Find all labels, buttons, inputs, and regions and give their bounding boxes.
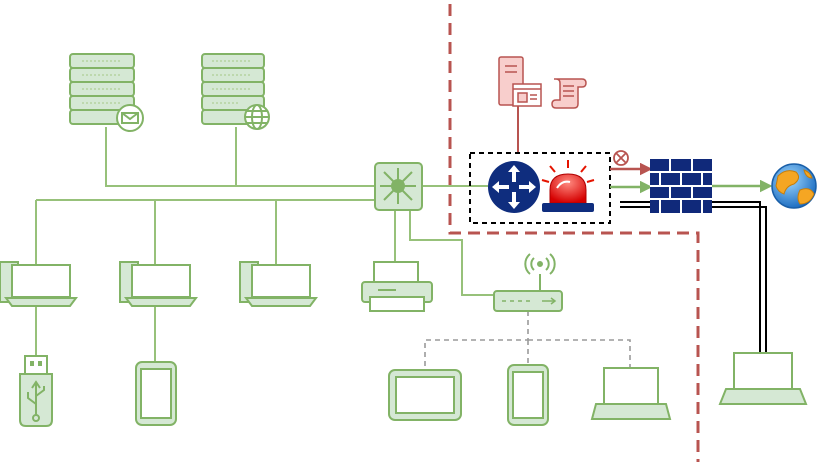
smartphone-icon [507, 364, 549, 426]
lan-links [35, 127, 494, 362]
globe-icon [771, 163, 817, 209]
network-boundary-line [448, 4, 700, 462]
alarm-siren-icon [541, 160, 595, 212]
web-page-icon [512, 83, 542, 107]
laptop-icon [590, 367, 672, 420]
wifi-links [424, 311, 631, 370]
printer-icon [361, 261, 433, 312]
desktop-computer-icon [119, 261, 198, 307]
laptop-icon [718, 352, 808, 405]
web-server-icon [201, 53, 270, 130]
firewall-icon [650, 159, 712, 213]
wifi-router-icon [493, 253, 563, 312]
desktop-computer-icon [239, 261, 318, 307]
tablet-icon [388, 369, 462, 421]
router-icon [488, 161, 540, 213]
script-scroll-icon [551, 78, 587, 109]
mail-server-icon [69, 53, 144, 132]
external-cable [620, 201, 767, 352]
server-vent-lines [82, 60, 252, 104]
network-switch-icon [374, 162, 423, 211]
usb-drive-icon [19, 355, 53, 427]
blocked-traffic-arrow [610, 150, 653, 176]
desktop-computer-icon [0, 261, 78, 307]
smartphone-icon [135, 361, 177, 426]
